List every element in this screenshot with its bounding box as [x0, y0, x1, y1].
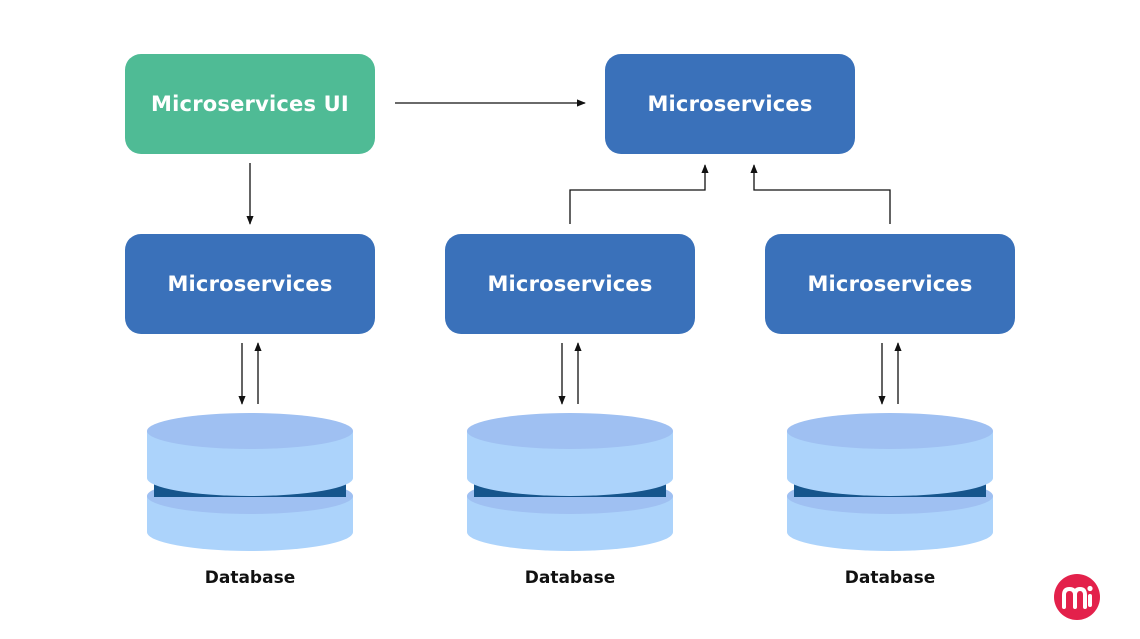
- top-microservices-node: Microservices: [605, 54, 855, 154]
- node-label: Microservices: [807, 272, 973, 296]
- microservices-node-3: Microservices: [765, 234, 1015, 334]
- microservices-ui-node: Microservices UI: [125, 54, 375, 154]
- microservices-node-1: Microservices: [125, 234, 375, 334]
- node-label: Microservices: [487, 272, 653, 296]
- node-label: Microservices: [647, 92, 813, 116]
- brand-logo-icon: [1054, 574, 1100, 620]
- database-label-1: Database: [204, 568, 296, 588]
- database-icon: [467, 413, 673, 551]
- node-label: Microservices: [167, 272, 333, 296]
- microservices-node-2: Microservices: [445, 234, 695, 334]
- arrow-service-2-to-top: [569, 164, 709, 224]
- database-label-2: Database: [524, 568, 616, 588]
- database-icon: [787, 413, 993, 551]
- arrow-service-3-to-top: [750, 164, 891, 224]
- database-label-3: Database: [844, 568, 936, 588]
- node-label: Microservices UI: [151, 92, 349, 116]
- database-icon: [147, 413, 353, 551]
